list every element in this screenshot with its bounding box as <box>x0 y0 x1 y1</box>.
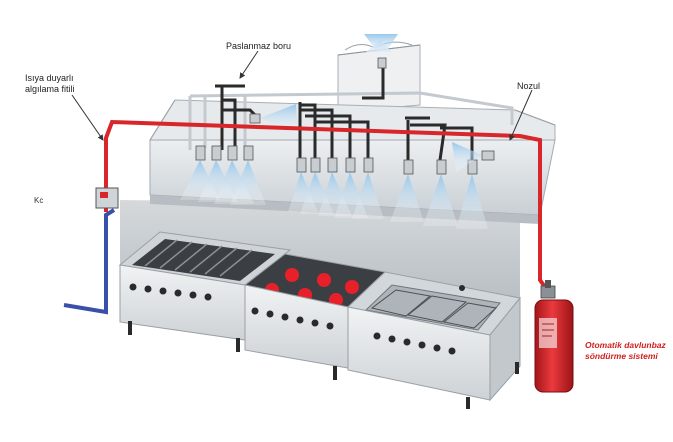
detection-line <box>104 119 549 292</box>
fryer <box>346 271 521 409</box>
label-heat-sensor-line2: algılama fitili <box>25 84 75 94</box>
fire-extinguisher-cylinder <box>534 280 574 393</box>
nozzle-row-right <box>403 159 478 175</box>
hood-nozzle <box>249 113 261 124</box>
spray-cones <box>180 34 488 229</box>
side-nozzle <box>481 150 495 161</box>
label-suppression-system: Otomatik davlunbaz söndürme sistemi <box>585 340 666 362</box>
supply-line <box>63 208 116 315</box>
distribution-pipes <box>215 60 474 161</box>
label-cut-text: Kc <box>34 196 44 205</box>
nozzle-row-left <box>195 145 254 161</box>
label-stainless-pipe: Paslanmaz boru <box>226 41 292 51</box>
control-box <box>95 187 119 209</box>
label-nozzle: Nozul <box>517 81 541 91</box>
label-system-line2: söndürme sistemi <box>585 351 658 361</box>
label-heat-sensor: Isıya duyarlı algılama fitili <box>25 73 75 95</box>
nozzle-row-middle <box>296 157 374 173</box>
stainless-pipe-network <box>188 91 514 150</box>
grill <box>118 231 292 352</box>
label-heat-sensor-line1: Isıya duyarlı <box>25 73 74 83</box>
label-system-line1: Otomatik davlunbaz <box>585 340 666 350</box>
callout-arrows <box>71 50 533 141</box>
hot-plate-range <box>243 253 387 380</box>
duct-nozzle <box>377 57 387 69</box>
